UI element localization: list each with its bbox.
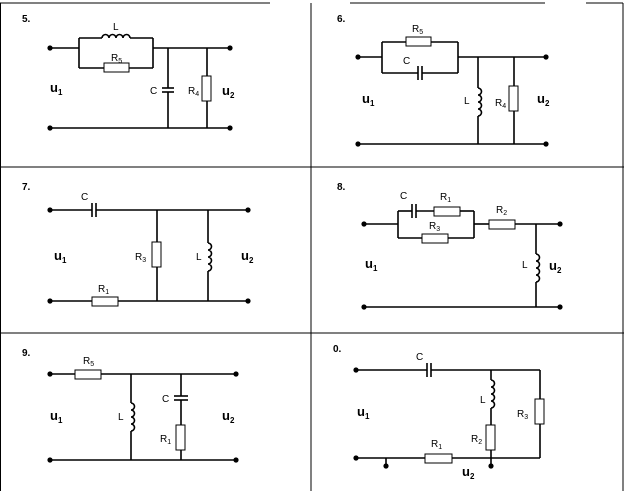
circuit-panel-6: 6. R5 C L R4 u1 u2 <box>337 14 550 147</box>
circuit-panel-7: 7. C R3 L R1 u1 u2 <box>22 182 254 307</box>
resistor-label: R2 <box>471 434 482 446</box>
resistor-label: R1 <box>431 439 442 451</box>
resistor-label: R3 <box>517 409 528 421</box>
input-voltage-label: u1 <box>362 91 375 108</box>
output-voltage-label: u2 <box>222 408 235 425</box>
panel-number: 8. <box>337 182 346 193</box>
output-voltage-label: u2 <box>222 83 235 100</box>
inductor-label: L <box>113 22 119 33</box>
resistor-label: R5 <box>412 24 423 36</box>
capacitor-label: C <box>400 191 407 202</box>
output-voltage-label: u2 <box>537 91 550 108</box>
resistor-label: R1 <box>440 192 451 204</box>
capacitor-label: C <box>162 394 169 405</box>
inductor-label: L <box>118 412 124 423</box>
circuit-panel-8: 8. C R1 R3 R2 L u1 u2 <box>337 182 563 310</box>
capacitor-label: C <box>150 86 157 97</box>
panel-number: 9. <box>22 348 31 359</box>
resistor-label: R5 <box>111 53 122 65</box>
resistor-label: R4 <box>188 86 199 98</box>
resistor-label: R3 <box>429 221 440 233</box>
capacitor-label: C <box>81 192 88 203</box>
panel-number: 6. <box>337 14 346 25</box>
resistor-label: R4 <box>495 98 506 110</box>
inductor-label: L <box>196 252 202 263</box>
resistor-label: R1 <box>98 284 109 296</box>
circuit-panel-9: 9. R5 L C R1 u1 u2 <box>22 348 239 463</box>
panel-number: 0. <box>333 344 342 355</box>
input-voltage-label: u1 <box>357 404 370 421</box>
circuit-panel-5: 5. L R5 C R4 u1 u2 <box>22 14 235 131</box>
resistor-label: R2 <box>496 205 507 217</box>
inductor-label: L <box>464 96 470 107</box>
panel-number: 5. <box>22 14 31 25</box>
input-voltage-label: u1 <box>50 408 63 425</box>
resistor-label: R1 <box>160 434 171 446</box>
input-voltage-label: u1 <box>54 248 67 265</box>
panel-number: 7. <box>22 182 31 193</box>
inductor-label: L <box>480 395 486 406</box>
capacitor-label: C <box>416 352 423 363</box>
input-voltage-label: u1 <box>365 256 378 273</box>
output-voltage-label: u2 <box>241 248 254 265</box>
resistor-label: R5 <box>83 356 94 368</box>
output-voltage-label: u2 <box>549 258 562 275</box>
circuit-panel-0: 0. C L R3 R2 R1 u1 u2 <box>333 344 545 481</box>
inductor-label: L <box>522 260 528 271</box>
capacitor-label: C <box>403 56 410 67</box>
input-voltage-label: u1 <box>50 80 63 97</box>
resistor-label: R3 <box>135 252 146 264</box>
output-voltage-label: u2 <box>462 464 475 481</box>
